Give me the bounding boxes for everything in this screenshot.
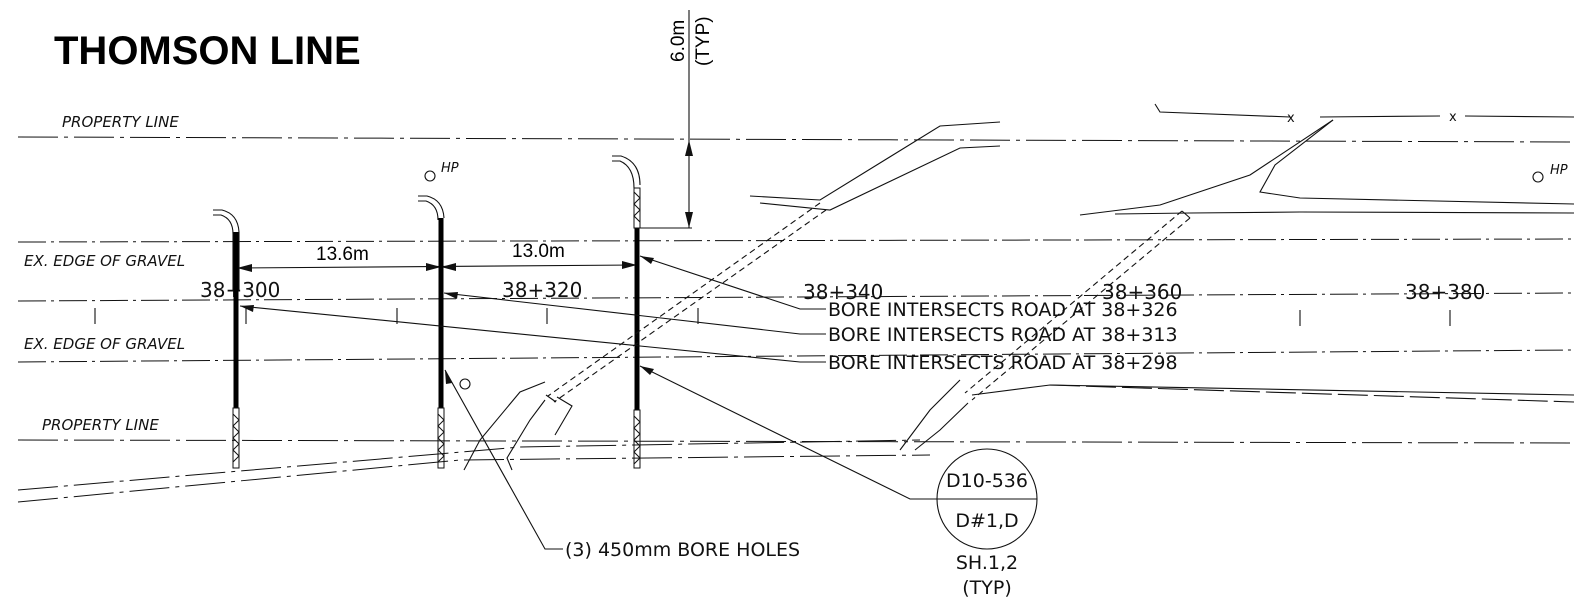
detail-callout-top: D10-536 [946, 470, 1028, 492]
hp-label-2: HP [1550, 163, 1568, 178]
spacing-arrow-3 [441, 263, 456, 271]
ditch-line-2 [17, 454, 931, 503]
fence-marker-2: x [1449, 110, 1457, 125]
bore-hole-3 [612, 155, 641, 469]
detail-callout [936, 448, 1038, 550]
property-line-top-label: PROPERTY LINE [62, 113, 179, 131]
bore-note-38-313: BORE INTERSECTS ROAD AT 38+313 [828, 324, 1178, 346]
driveway-left [463, 121, 1001, 471]
station-label-38-380: 38+380 [1405, 280, 1485, 304]
small-circle-marker [459, 378, 471, 390]
detail-callout-note: (TYP) [962, 577, 1012, 599]
edge-of-gravel-bottom [17, 349, 1574, 363]
edge-of-gravel-top [17, 238, 1574, 243]
driveway-right [899, 103, 1574, 451]
hp-marker-2 [1532, 171, 1544, 183]
station-label-38-320: 38+320 [502, 278, 582, 302]
spacing-arrow-1 [237, 264, 252, 272]
dimension-arrow-top [685, 140, 693, 156]
detail-callout-bottom: D#1,D [955, 510, 1018, 532]
station-label-38-300: 38+300 [200, 278, 280, 302]
typ-dimension-note: (TYP) [693, 16, 714, 66]
drawing-title: THOMSON LINE [54, 29, 361, 73]
bore-holes-note: (3) 450mm BORE HOLES [565, 539, 800, 561]
bore-hole-1 [213, 209, 240, 469]
road-centerline [17, 292, 1574, 302]
detail-callout-leader [639, 365, 938, 500]
property-line-bottom [17, 439, 1574, 444]
hp-marker-1 [424, 170, 436, 182]
bore-holes-leader-arrow [445, 370, 452, 384]
bore-hole-2 [418, 195, 445, 469]
detail-callout-leader-arrow [640, 366, 654, 375]
spacing-1: 13.6m [316, 244, 369, 265]
edge-of-gravel-top-label: EX. EDGE OF GRAVEL [24, 252, 185, 270]
spacing-arrow-4 [622, 261, 637, 269]
bore-note-38-326: BORE INTERSECTS ROAD AT 38+326 [828, 299, 1178, 321]
hp-label-1: HP [441, 161, 459, 176]
property-line-bottom-label: PROPERTY LINE [42, 416, 159, 434]
station-ticks [94, 308, 1451, 326]
station-label-38-360: 38+360 [1102, 280, 1182, 304]
property-line-top [17, 136, 1574, 143]
spacing-2: 13.0m [512, 241, 565, 262]
station-label-38-340: 38+340 [803, 280, 883, 304]
edge-of-gravel-bottom-label: EX. EDGE OF GRAVEL [24, 335, 185, 353]
fence-marker-1: x [1287, 111, 1295, 126]
dimension-arrow-bottom [685, 212, 693, 228]
detail-callout-sheet: SH.1,2 [956, 552, 1018, 574]
bore-note-leaders [239, 255, 826, 363]
typ-dimension-value: 6.0m [668, 20, 689, 62]
bore-holes-leader [444, 369, 563, 550]
ditch-line-1 [17, 439, 921, 491]
spacing-arrow-2 [426, 263, 441, 271]
bore-note-38-298: BORE INTERSECTS ROAD AT 38+298 [828, 352, 1178, 374]
